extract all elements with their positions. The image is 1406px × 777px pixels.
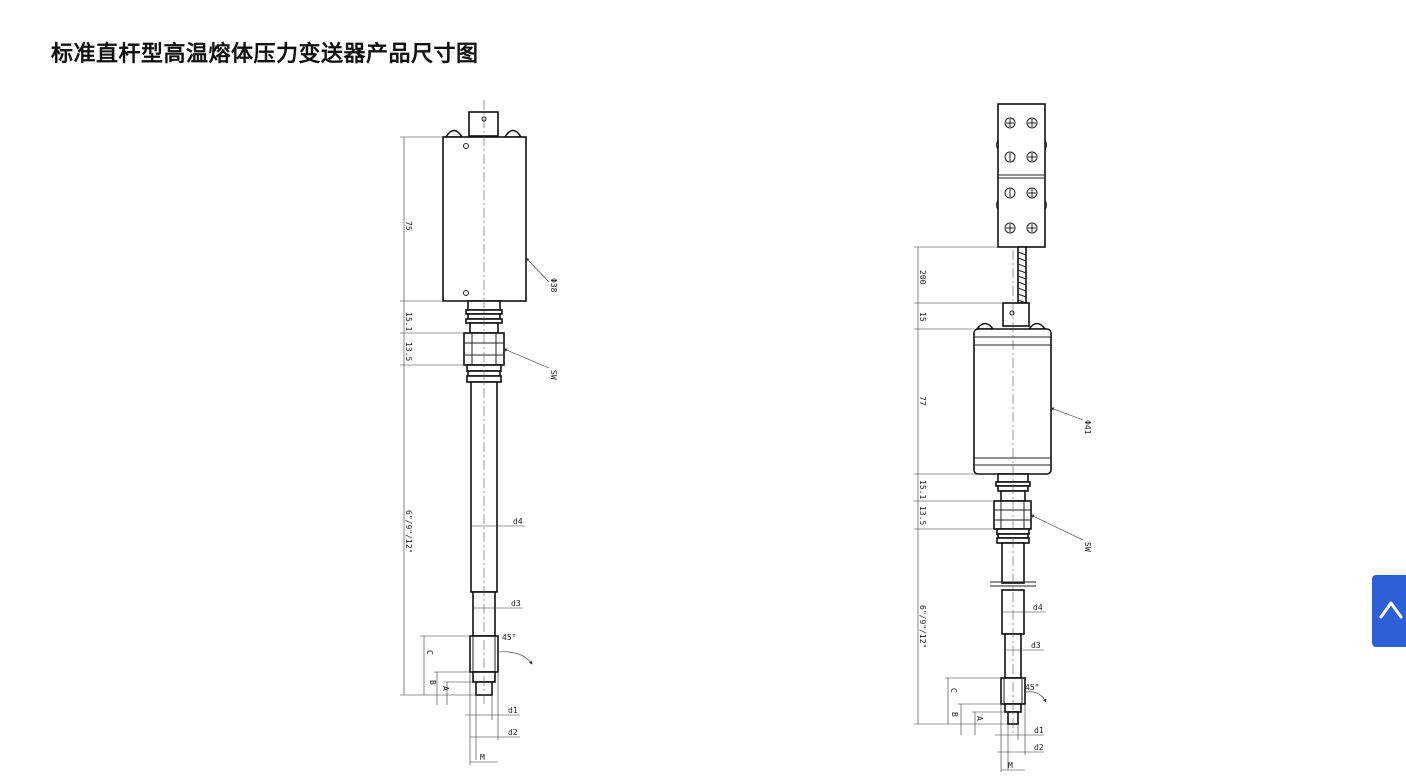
dim-diameter-38: Φ38	[549, 278, 558, 293]
dim-a: A	[441, 686, 450, 691]
dim-length-13-5-right: 13.5	[918, 506, 927, 525]
dim-sw: SW	[549, 370, 558, 380]
dim-b: B	[428, 680, 437, 685]
dim-length-75: 75	[404, 221, 413, 231]
dim-sw-right: SW	[1083, 542, 1092, 552]
dim-c-right: C	[949, 688, 958, 693]
dim-d2-right: d2	[1034, 743, 1044, 752]
dim-a-right: A	[975, 716, 984, 721]
dim-d4: d4	[513, 517, 523, 526]
dim-d3-right: d3	[1031, 641, 1041, 650]
dim-d2: d2	[508, 728, 518, 737]
dim-d3: d3	[511, 599, 521, 608]
page-title: 标准直杆型高温熔体压力变送器产品尺寸图	[51, 42, 479, 67]
dim-length-15-1-right: 15.1	[918, 480, 927, 499]
dim-m-right: M	[1008, 761, 1013, 770]
dim-c: C	[425, 650, 434, 655]
back-to-top-button[interactable]	[1372, 575, 1406, 647]
dim-angle-45: 45°	[502, 633, 516, 642]
dim-length-stem-right: 6"/9"/12"	[918, 605, 927, 648]
dim-d1-right: d1	[1034, 726, 1044, 735]
dim-length-15-1: 15.1	[404, 312, 413, 331]
dim-length-77: 77	[918, 396, 927, 406]
dim-length-stem: 6"/9"/12"	[404, 510, 413, 553]
dim-d1: d1	[508, 706, 518, 715]
dim-angle-45-right: 45°	[1025, 683, 1039, 692]
dim-length-15: 15	[918, 312, 927, 322]
dim-b-right: B	[950, 712, 959, 717]
dim-d4-right: d4	[1033, 603, 1043, 612]
left-transmitter-drawing: 75 15.1 13.5 6"/9"/12" Φ38 SW d4 d3 45° …	[400, 100, 558, 765]
dim-diameter-41: Φ41	[1083, 420, 1092, 435]
chevron-up-icon	[1379, 601, 1403, 619]
dim-m: M	[480, 753, 485, 762]
right-transmitter-drawing: 200 15 77 15.1 13.5 6"/9"/12" Φ41 SW d4 …	[914, 103, 1092, 772]
dim-length-200: 200	[918, 270, 927, 285]
dim-length-13-5: 13.5	[404, 342, 413, 361]
